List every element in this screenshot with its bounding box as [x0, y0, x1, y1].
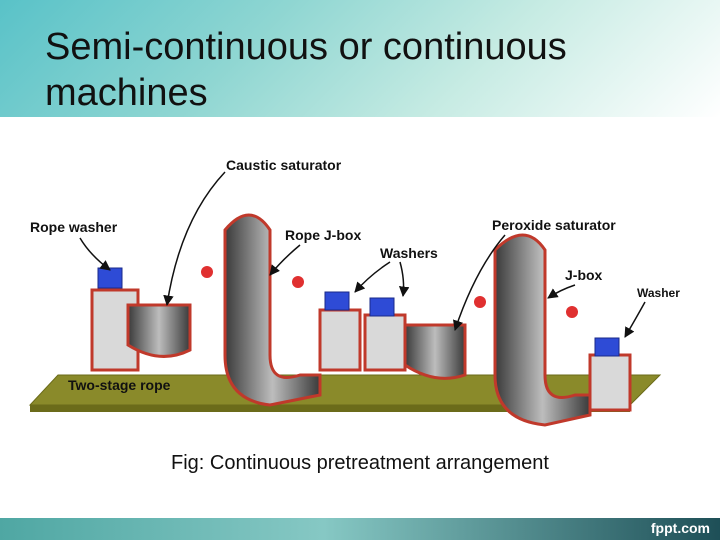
trough-1 [126, 303, 192, 358]
label-rope-washer: Rope washer [30, 219, 118, 235]
label-washers: Washers [380, 245, 438, 261]
trough-2 [403, 323, 467, 380]
label-peroxide-saturator: Peroxide saturator [492, 217, 616, 233]
arrow-washers-2 [398, 261, 410, 298]
slide-footer: fppt.com [0, 518, 720, 540]
label-caustic-saturator: Caustic saturator [226, 157, 342, 173]
jbox-tube-2 [493, 233, 592, 427]
arrow-washer [624, 301, 646, 338]
arrow-peroxide [453, 234, 506, 331]
roller-2 [292, 276, 304, 288]
label-jbox: J-box [565, 267, 603, 283]
footer-logo: fppt.com [650, 520, 710, 536]
figure-caption: Fig: Continuous pretreatment arrangement [171, 452, 549, 474]
label-rope-jbox: Rope J-box [285, 227, 361, 243]
middle-washers [318, 291, 407, 372]
diagram-svg: Caustic saturator Rope washer Rope J-box… [28, 157, 680, 427]
roller-3 [474, 296, 486, 308]
roller-4 [566, 306, 578, 318]
right-washer [588, 337, 632, 412]
arrow-rope-washer [79, 237, 111, 271]
label-two-stage-rope: Two-stage rope [68, 377, 171, 393]
arrow-jbox [547, 284, 576, 299]
label-washer: Washer [637, 286, 680, 300]
pretreatment-diagram: Caustic saturator Rope washer Rope J-box… [20, 140, 700, 450]
arrow-washers-1 [354, 261, 391, 293]
roller-1 [201, 266, 213, 278]
arrow-caustic [163, 171, 226, 307]
jbox-tube-1 [223, 213, 322, 407]
slide-title: Semi-continuous or continuous machines [45, 26, 567, 114]
slide-header: Semi-continuous or continuous machines [0, 0, 720, 117]
arrow-rope-jbox [269, 244, 301, 276]
